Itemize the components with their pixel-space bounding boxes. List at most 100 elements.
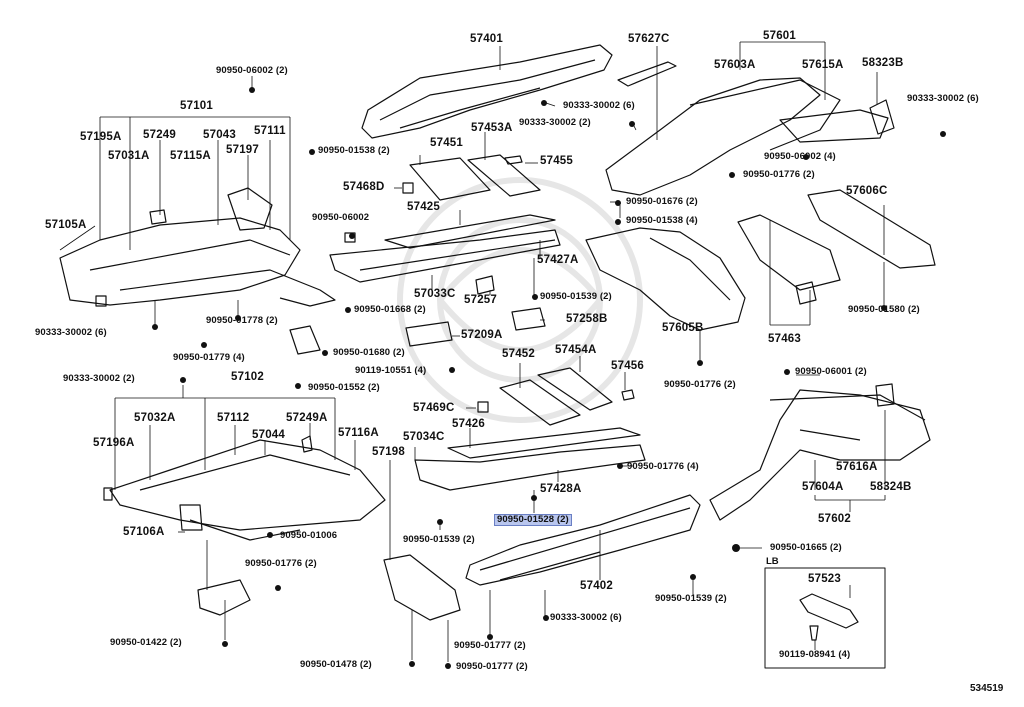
part-57427a-label[interactable]: 57427A xyxy=(537,254,579,266)
part-57452-label[interactable]: 57452 xyxy=(502,348,535,360)
part-57425-label[interactable]: 57425 xyxy=(407,201,440,213)
fastener-90950-01538-label[interactable]: 90950-01538 (4) xyxy=(626,215,698,226)
part-57209a-shape[interactable] xyxy=(405,321,453,347)
part-57602-label[interactable]: 57602 xyxy=(818,513,851,525)
part-57606c-shape[interactable] xyxy=(807,189,936,269)
part-57451-label[interactable]: 57451 xyxy=(430,137,463,149)
part-57258b-label[interactable]: 57258B xyxy=(566,313,608,325)
part-57249a-label[interactable]: 57249A xyxy=(286,412,328,424)
part-57198-label[interactable]: 57198 xyxy=(372,446,405,458)
fastener-90950-01676-label[interactable]: 90950-01676 (2) xyxy=(626,196,698,207)
fastener-90950-01538-label[interactable]: 90950-01538 (2) xyxy=(318,145,390,156)
part-57105a-label[interactable]: 57105A xyxy=(45,219,87,231)
part-57454a-label[interactable]: 57454A xyxy=(555,344,597,356)
part-57427a-shape[interactable] xyxy=(329,229,561,283)
part-57627c-label[interactable]: 57627C xyxy=(628,33,670,45)
part-57195a-label[interactable]: 57195A xyxy=(80,131,122,143)
part-57603a-label[interactable]: 57603A xyxy=(714,59,756,71)
part-57116a-label[interactable]: 57116A xyxy=(338,427,379,439)
part-57426-shape[interactable] xyxy=(447,427,641,459)
fastener-90950-01778-label[interactable]: 90950-01778 (2) xyxy=(206,315,278,326)
fastener-90950-01777-label[interactable]: 90950-01777 (2) xyxy=(456,661,528,672)
part-57257-label[interactable]: 57257 xyxy=(464,294,497,306)
part-57602-shape[interactable] xyxy=(709,389,931,521)
part-57428a-label[interactable]: 57428A xyxy=(540,483,582,495)
part-57198-shape[interactable] xyxy=(383,554,461,621)
part-57601-label[interactable]: 57601 xyxy=(763,30,796,42)
part-57032a-label[interactable]: 57032A xyxy=(134,412,176,424)
part-57601-shape[interactable] xyxy=(605,77,821,196)
part-57101-shape[interactable] xyxy=(59,217,301,306)
part-57102-label[interactable]: 57102 xyxy=(231,371,264,383)
part-57249-label[interactable]: 57249 xyxy=(143,129,176,141)
fastener-90950-01478-label[interactable]: 90950-01478 (2) xyxy=(300,659,372,670)
part-57605b-shape[interactable] xyxy=(585,227,746,331)
part-57112-label[interactable]: 57112 xyxy=(217,412,250,424)
part-57257-shape[interactable] xyxy=(475,275,495,295)
fastener-90950-01528-label[interactable]: 90950-01528 (2) xyxy=(494,514,572,526)
part-57031a-label[interactable]: 57031A xyxy=(108,150,150,162)
fastener-90950-01006-label[interactable]: 90950-01006 xyxy=(280,530,338,541)
fastener-90950-06002-label[interactable]: 90950-06002 xyxy=(312,212,370,223)
part-57044-label[interactable]: 57044 xyxy=(252,429,285,441)
part-57111-label[interactable]: 57111 xyxy=(254,125,286,137)
fastener-90950-01552-label[interactable]: 90950-01552 (2) xyxy=(308,382,380,393)
fastener-90119-08941-label[interactable]: 90119-08941 (4) xyxy=(779,649,851,660)
part-57106a-label[interactable]: 57106A xyxy=(123,526,165,538)
part-57034c-shape[interactable] xyxy=(414,444,646,491)
fastener-90950-01776-label[interactable]: 90950-01776 (2) xyxy=(245,558,317,569)
part-57627c-shape[interactable] xyxy=(617,61,677,87)
part-57463-label[interactable]: 57463 xyxy=(768,333,801,345)
fastener-90333-30002-label[interactable]: 90333-30002 (6) xyxy=(907,93,979,104)
part-57115a-label[interactable]: 57115A xyxy=(170,150,211,162)
fastener-90950-06002-label[interactable]: 90950-06002 (2) xyxy=(216,65,288,76)
fastener-90950-01777-label[interactable]: 90950-01777 (2) xyxy=(454,640,526,651)
fastener-90950-01776-label[interactable]: 90950-01776 (2) xyxy=(743,169,815,180)
fastener-90950-06002-label[interactable]: 90950-06002 (4) xyxy=(764,151,836,162)
fastener-90333-30002-label[interactable]: 90333-30002 (6) xyxy=(35,327,107,338)
part-57468d-label[interactable]: 57468D xyxy=(343,181,385,193)
part-57401-shape[interactable] xyxy=(361,44,613,139)
fastener-90950-01779-label[interactable]: 90950-01779 (4) xyxy=(173,352,245,363)
fastener-90333-30002-label[interactable]: 90333-30002 (2) xyxy=(63,373,135,384)
fastener-90119-10551-label[interactable]: 90119-10551 (4) xyxy=(355,365,427,376)
part-57455-label[interactable]: 57455 xyxy=(540,155,573,167)
fastener-90333-30002-label[interactable]: 90333-30002 (2) xyxy=(519,117,591,128)
part-57101-label[interactable]: 57101 xyxy=(180,100,213,112)
fastener-90333-30002-label[interactable]: 90333-30002 (6) xyxy=(563,100,635,111)
part-57463-shape[interactable] xyxy=(737,214,841,291)
fastener-90950-01580-label[interactable]: 90950-01580 (2) xyxy=(848,304,920,315)
fastener-90950-01539-label[interactable]: 90950-01539 (2) xyxy=(403,534,475,545)
part-57604a-label[interactable]: 57604A xyxy=(802,481,844,493)
part-57453a-shape[interactable] xyxy=(467,154,541,197)
part-57426-label[interactable]: 57426 xyxy=(452,418,485,430)
part-57605b-label[interactable]: 57605B xyxy=(662,322,704,334)
part-57402-shape[interactable] xyxy=(465,494,701,586)
part-57523-label[interactable]: 57523 xyxy=(808,573,841,585)
part-57606c-label[interactable]: 57606C xyxy=(846,185,888,197)
fastener-90950-01539-label[interactable]: 90950-01539 (2) xyxy=(655,593,727,604)
part-57453a-label[interactable]: 57453A xyxy=(471,122,513,134)
part-57102-shape[interactable] xyxy=(109,439,386,531)
part-57209a-label[interactable]: 57209A xyxy=(461,329,503,341)
fastener-90950-01422-label[interactable]: 90950-01422 (2) xyxy=(110,637,182,648)
part-57033c-label[interactable]: 57033C xyxy=(414,288,456,300)
part-57456-label[interactable]: 57456 xyxy=(611,360,644,372)
part-57197-label[interactable]: 57197 xyxy=(226,144,259,156)
fastener-90950-01665-label[interactable]: 90950-01665 (2) xyxy=(770,542,842,553)
part-57402-label[interactable]: 57402 xyxy=(580,580,613,592)
fastener-90950-01668-label[interactable]: 90950-01668 (2) xyxy=(354,304,426,315)
part-58323b-label[interactable]: 58323B xyxy=(862,57,904,69)
part-57043-label[interactable]: 57043 xyxy=(203,129,236,141)
fastener-90950-01680-label[interactable]: 90950-01680 (2) xyxy=(333,347,405,358)
part-57469c-label[interactable]: 57469C xyxy=(413,402,455,414)
part-57034c-label[interactable]: 57034C xyxy=(403,431,445,443)
fastener-90950-01539-label[interactable]: 90950-01539 (2) xyxy=(540,291,612,302)
part-57615a-label[interactable]: 57615A xyxy=(802,59,844,71)
fastener-90333-30002-label[interactable]: 90333-30002 (6) xyxy=(550,612,622,623)
fastener-90950-01776-label[interactable]: 90950-01776 (4) xyxy=(627,461,699,472)
part-57401-label[interactable]: 57401 xyxy=(470,33,503,45)
part-57258b-shape[interactable] xyxy=(511,307,546,331)
part-57523-shape[interactable] xyxy=(799,593,859,629)
fastener-90950-01776-label[interactable]: 90950-01776 (2) xyxy=(664,379,736,390)
